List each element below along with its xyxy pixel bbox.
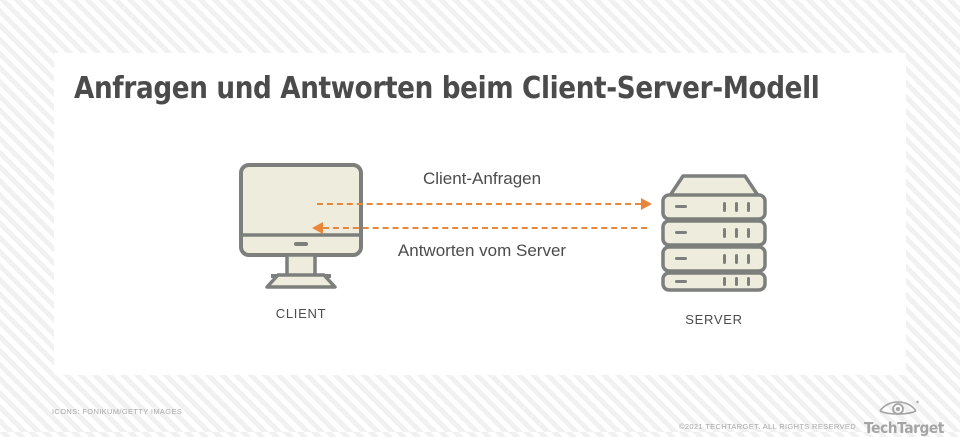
eye-logo-icon [879, 400, 919, 415]
request-arrow [312, 197, 652, 211]
response-arrow-line [323, 227, 647, 229]
techtarget-logo: TechTarget [864, 396, 944, 437]
flow-arrows: Client-Anfragen Antworten vom Server [312, 169, 652, 279]
client-label: CLIENT [275, 306, 327, 321]
server-label: SERVER [685, 312, 743, 327]
response-flow-label: Antworten vom Server [397, 241, 567, 260]
desktop-monitor-icon [239, 163, 363, 289]
page-title: Anfragen und Antworten beim Client-Serve… [74, 71, 820, 106]
copyright-text: ©2021 TECHTARGET. ALL RIGHTS RESERVED [678, 422, 856, 431]
response-arrow [312, 221, 652, 235]
server-node: SERVER [599, 171, 829, 327]
request-arrow-line [317, 203, 641, 205]
request-arrowhead-icon [641, 198, 652, 210]
client-node: CLIENT [186, 161, 416, 321]
server-rack-icon [661, 174, 767, 292]
content-card: Anfragen und Antworten beim Client-Serve… [54, 53, 906, 375]
techtarget-wordmark: TechTarget [864, 419, 944, 437]
client-server-diagram: CLIENT [54, 161, 906, 361]
icon-credit: ICONS: FONIKUM/GETTY IMAGES [52, 407, 183, 416]
request-flow-label: Client-Anfragen [422, 169, 542, 188]
footer-brand-area: ©2021 TECHTARGET. ALL RIGHTS RESERVED Te… [678, 396, 944, 437]
response-arrowhead-icon [312, 222, 323, 234]
